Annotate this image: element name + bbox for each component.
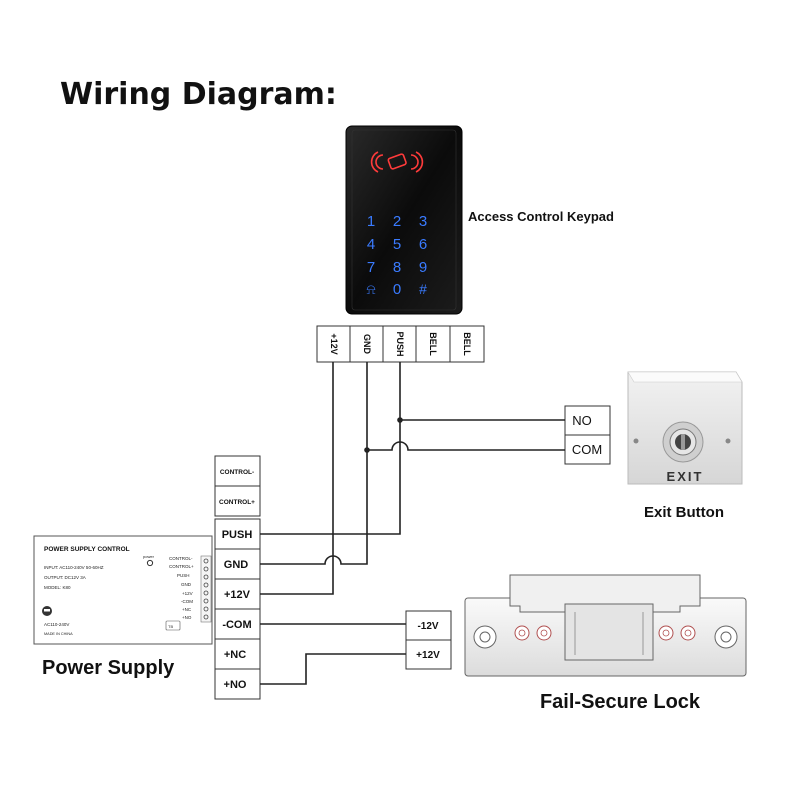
ps-side-label: CONTROL+	[169, 564, 194, 569]
key-6: 6	[419, 236, 427, 253]
keypad-terminal-gnd: GND	[362, 334, 372, 355]
lock-terminal-pos-box	[405, 639, 452, 670]
lock-terminal-neg: -12V	[417, 621, 438, 632]
ps-terminal-no: +NO	[224, 679, 247, 691]
power-supply-model: MODEL: K80	[44, 585, 71, 590]
screw-icon	[633, 438, 639, 444]
lock-terminals: -12V +12V	[405, 610, 452, 670]
ps-terminal-push: PUSH	[222, 529, 253, 541]
page-title: Wiring Diagram:	[60, 77, 337, 112]
wire-exit-com	[367, 441, 565, 451]
key-4: 4	[367, 236, 375, 253]
key-1: 1	[367, 213, 375, 230]
power-supply-device: POWER SUPPLY CONTROL INPUT: AC110-240V 5…	[33, 535, 213, 645]
ps-side-label: GND	[181, 582, 192, 587]
exit-button-label: Exit Button	[644, 504, 724, 521]
key-switch-icon	[662, 421, 704, 463]
ps-terminal-nc: +NC	[224, 649, 246, 661]
key-hash: #	[419, 281, 427, 297]
wire-junctions	[364, 417, 403, 453]
keypad-terminal-frame	[316, 325, 485, 363]
ps-side-label: +12V	[182, 591, 193, 596]
key-8: 8	[393, 259, 401, 276]
warning-icon: TB	[165, 620, 181, 631]
power-supply-body	[33, 535, 213, 645]
power-led-icon	[146, 559, 154, 567]
ps-terminal-com-box	[214, 608, 261, 640]
key-7: 7	[367, 259, 375, 276]
ps-terminal-12v: +12V	[224, 589, 251, 601]
ps-terminal-control-plus-box	[214, 485, 261, 517]
ps-terminal-no-box	[214, 668, 261, 700]
keypad-terminal-12v: +12V	[329, 333, 339, 354]
power-supply-screw-terminals	[200, 555, 212, 623]
ps-side-label: PUSH	[177, 573, 190, 578]
ps-terminal-control-minus: CONTROL-	[220, 469, 254, 476]
plug-icon	[42, 606, 52, 616]
screw-icon	[725, 438, 731, 444]
wire-push	[260, 362, 401, 535]
ps-side-label: +NO	[182, 615, 192, 620]
exit-button-terminals: NO COM	[564, 405, 611, 465]
ps-side-label: -COM	[181, 599, 193, 604]
ps-side-label: CONTROL-	[169, 556, 193, 561]
keypad-terminal-bell-2: BELL	[462, 332, 472, 356]
access-control-keypad: 1 2 3 4 5 6 7 8 9 ⍾ 0 #	[345, 125, 463, 315]
power-supply-made: MADE IN CHINA	[44, 632, 73, 636]
junction-dot	[397, 417, 403, 423]
exit-terminal-com: COM	[572, 442, 602, 457]
wire-gnd	[260, 362, 368, 565]
junction-dot	[364, 447, 370, 453]
mounting-hole-icon	[473, 625, 497, 649]
power-supply-label: Power Supply	[42, 657, 175, 679]
ps-side-label: +NC	[182, 607, 192, 612]
key-bell: ⍾	[366, 281, 375, 297]
fail-secure-lock-device	[464, 574, 747, 677]
rfid-icon	[370, 151, 424, 173]
lock-screw-icon	[514, 625, 696, 641]
ps-terminal-gnd: GND	[224, 559, 249, 571]
keypad-bezel	[351, 129, 457, 311]
mounting-hole-icon	[714, 625, 738, 649]
power-supply-ac: AC110-240V	[44, 622, 69, 627]
wire-12v	[260, 362, 334, 595]
keypad-label: Access Control Keypad	[468, 209, 614, 224]
keypad-terminal-bell-1: BELL	[428, 332, 438, 356]
lock-keeper	[564, 603, 654, 661]
exit-terminal-no: NO	[572, 413, 592, 428]
lock-housing	[509, 574, 701, 613]
power-supply-device-title: POWER SUPPLY CONTROL	[44, 546, 130, 553]
ps-terminal-control-plus: CONTROL+	[219, 499, 255, 506]
keypad-terminal-block: +12V GND PUSH BELL BELL	[316, 325, 485, 363]
power-led-label: power	[143, 554, 155, 559]
ps-terminal-control-minus-box	[214, 455, 261, 487]
ps-terminal-com: -COM	[222, 619, 251, 631]
power-supply-input: INPUT: AC110-240V 50-60HZ	[44, 565, 104, 570]
keypad-body	[345, 125, 463, 315]
keypad-keys: 1 2 3 4 5 6 7 8 9 ⍾ 0 #	[366, 213, 427, 298]
exit-button-device: EXIT	[627, 371, 743, 485]
power-supply-terminals: CONTROL- CONTROL+ PUSH GND +12V -COM +NC…	[214, 455, 261, 700]
power-supply-output: OUTPUT: DC12V 3A	[44, 575, 86, 580]
ps-terminal-12v-box	[214, 578, 261, 610]
svg-text:TB: TB	[168, 624, 173, 629]
key-9: 9	[419, 259, 427, 276]
power-supply-side-labels: CONTROL- CONTROL+ PUSH GND +12V -COM +NC…	[169, 556, 194, 620]
key-3: 3	[419, 213, 427, 230]
wire-no	[260, 653, 406, 685]
key-5: 5	[393, 236, 401, 253]
exit-plate-text: EXIT	[667, 469, 704, 484]
lock-label: Fail-Secure Lock	[540, 691, 701, 713]
wires	[260, 362, 565, 685]
key-2: 2	[393, 213, 401, 230]
key-0: 0	[393, 281, 401, 298]
lock-terminal-pos: +12V	[416, 650, 440, 661]
keypad-terminal-push: PUSH	[395, 331, 405, 356]
exit-terminal-com-box	[564, 434, 611, 465]
